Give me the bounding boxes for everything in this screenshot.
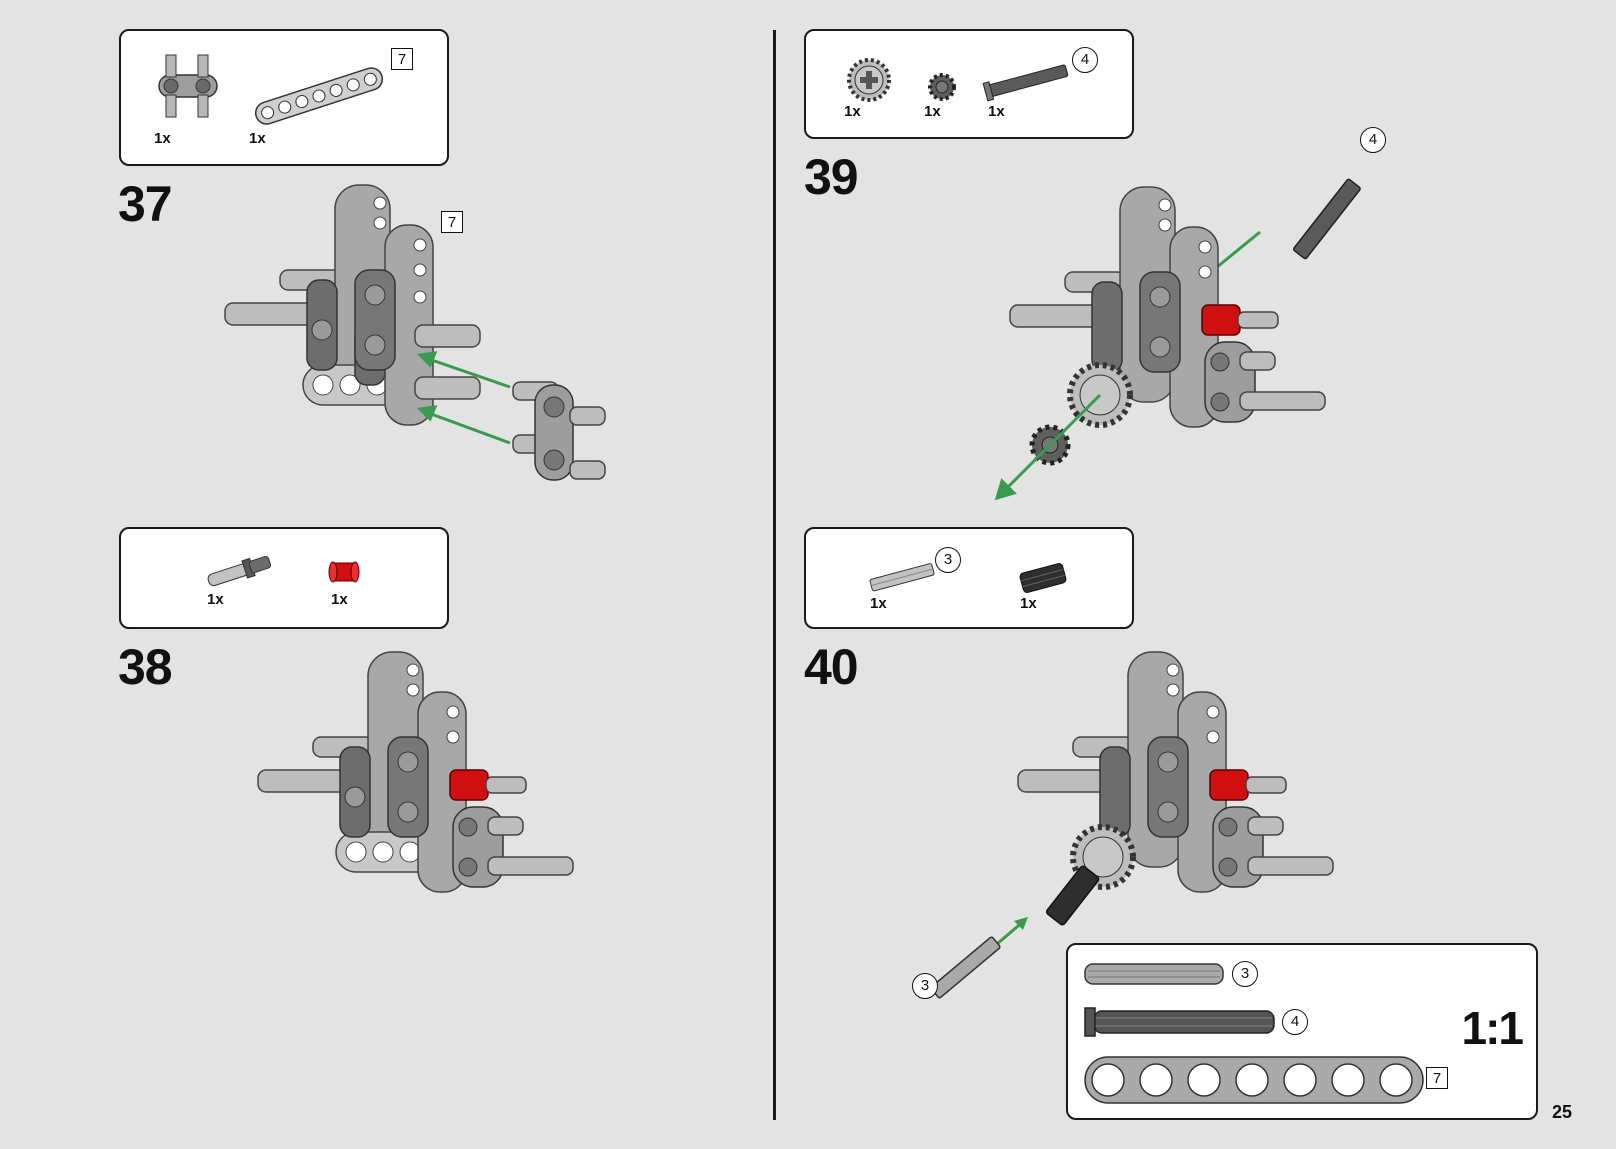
length-indicator: 7 bbox=[391, 48, 413, 70]
length-indicator: 4 bbox=[1072, 47, 1098, 73]
qty-label: 1x bbox=[844, 103, 861, 120]
page-number: 25 bbox=[1551, 1102, 1572, 1122]
assembly-illustration-step-40 bbox=[1017, 651, 1334, 926]
parts-callout-step-40: 1x 3 1x bbox=[804, 527, 1134, 629]
axle-3-scale-icon bbox=[1084, 963, 1224, 985]
double-pin-connector-icon bbox=[158, 54, 218, 118]
parts-callout-step-38: 1x 1x bbox=[119, 527, 449, 629]
step-number: 37 bbox=[118, 176, 173, 232]
red-bush-icon bbox=[328, 561, 360, 583]
qty-label: 1x bbox=[870, 595, 887, 612]
qty-label: 1x bbox=[331, 591, 348, 608]
axle-4-scale-icon bbox=[1084, 1007, 1275, 1037]
assembly-illustration-step-37 bbox=[224, 184, 606, 481]
assembly-illustration-step-38 bbox=[257, 651, 574, 893]
scale-reference-box: 3 4 7 1:1 bbox=[1066, 943, 1538, 1120]
length-indicator: 7 bbox=[1426, 1067, 1448, 1089]
scale-label: 1:1 bbox=[1461, 1002, 1525, 1054]
length-indicator: 4 bbox=[1360, 127, 1386, 153]
length-indicator: 4 bbox=[1282, 1009, 1308, 1035]
axle-4-with-stop-icon bbox=[982, 64, 1069, 102]
length-indicator: 3 bbox=[935, 547, 961, 573]
axle-connector-icon bbox=[1019, 563, 1067, 593]
pin-with-axle-icon bbox=[207, 555, 272, 587]
step-number: 39 bbox=[804, 149, 859, 205]
page-divider bbox=[773, 30, 776, 1120]
axle-3-icon bbox=[869, 563, 935, 592]
parts-callout-step-39: 1x 1x 1x 4 bbox=[804, 29, 1134, 139]
qty-label: 1x bbox=[1020, 595, 1037, 612]
parts-callout-step-37: 1x 1x 7 bbox=[119, 29, 449, 166]
gear-16-tooth-icon bbox=[847, 58, 891, 102]
qty-label: 1x bbox=[988, 103, 1005, 120]
qty-label: 1x bbox=[207, 591, 224, 608]
beam-7-icon bbox=[254, 67, 384, 125]
step-number: 38 bbox=[118, 639, 173, 695]
assembly-illustration-step-39 bbox=[994, 178, 1361, 501]
qty-label: 1x bbox=[154, 130, 171, 147]
qty-label: 1x bbox=[249, 130, 266, 147]
beam-7-scale-icon bbox=[1084, 1056, 1424, 1104]
length-indicator: 3 bbox=[912, 973, 938, 999]
step-number: 40 bbox=[804, 639, 859, 695]
length-indicator: 7 bbox=[441, 211, 463, 233]
qty-label: 1x bbox=[924, 103, 941, 120]
axle-3-incoming-icon bbox=[930, 917, 1028, 999]
gear-8-tooth-icon bbox=[928, 73, 956, 101]
length-indicator: 3 bbox=[1232, 961, 1258, 987]
